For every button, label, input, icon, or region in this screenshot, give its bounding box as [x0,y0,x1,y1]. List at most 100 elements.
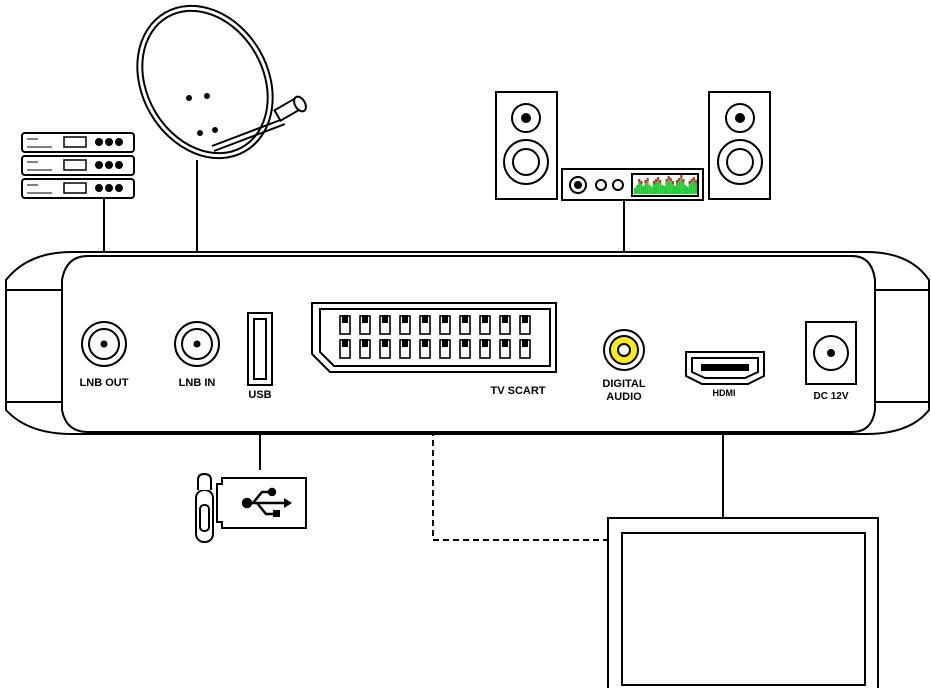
usb-port [247,312,273,386]
vu-peak [688,181,691,184]
scart-pin [339,315,351,335]
vu-bar [673,186,676,194]
vu-bar [680,178,683,194]
vu-bar [652,184,655,194]
vu-peak [646,178,649,181]
lnb-in-connector [174,321,220,367]
vu-bar [690,182,693,194]
scart-pin [459,315,471,335]
vu-bar [646,181,649,194]
scart-pin [479,315,491,335]
vu-meter-bars [634,175,697,194]
vu-peak [657,177,660,180]
hdmi-port [685,351,765,385]
scart-pin [439,339,451,359]
vu-bar [642,186,645,194]
receiver-unit-3 [21,178,135,199]
vu-bar [671,184,674,194]
vu-bar [688,184,691,194]
scart-pin [519,339,531,359]
scart-pin [499,315,511,335]
vu-bar [661,185,664,194]
vu-bar [655,182,658,194]
scart-pin [519,315,531,335]
vu-bar [636,185,639,194]
lnb-out-label: LNB OUT [80,377,129,389]
usb-symbol-icon [241,487,292,517]
satellite-dish-icon [136,4,307,160]
vu-bar [644,183,647,194]
vu-peak [690,179,693,182]
vu-bar [650,187,653,194]
scart-pin [339,339,351,359]
vu-bar [692,180,695,194]
scart-connector [311,302,557,373]
vu-bar [684,185,687,194]
vu-peak [655,179,658,182]
scart-pin [359,315,371,335]
scart-pin [419,315,431,335]
scart-pins [339,315,531,359]
receiver-stack-icon [21,132,135,199]
vu-peak [669,178,672,181]
vu-peak [676,180,679,183]
scart-pin [479,339,491,359]
vu-peak [667,176,670,179]
dc-power-jack [805,321,857,385]
digital-audio-rca [603,329,645,371]
usb-drive-icon [195,472,307,543]
vu-peak [665,179,668,182]
speaker-icon [495,91,558,200]
digital-audio-label-line2: AUDIO [606,391,642,403]
scart-pin [459,339,471,359]
receiver-unit-2 [21,155,135,176]
scart-pin [439,315,451,335]
vu-bar [667,179,670,194]
vu-peak [638,179,641,182]
vu-bar [694,183,697,194]
vu-bar [640,184,643,194]
scart-pin [379,339,391,359]
amplifier-icon [561,168,704,201]
cable-scart [432,390,608,541]
vu-peak [652,181,655,184]
vu-bar [678,181,681,194]
scart-pin [419,339,431,359]
vu-peak [692,177,695,180]
vu-peak [671,181,674,184]
vu-bar [638,182,641,194]
scart-pin [399,339,411,359]
vu-bar [648,185,651,194]
scart-pin [399,315,411,335]
vu-bar [676,183,679,194]
vu-bar [657,180,660,194]
vu-bar [682,182,685,194]
vu-peak [680,175,683,178]
lnb-out-connector [81,321,127,367]
tv-icon [607,517,879,688]
scart-pin [499,339,511,359]
vu-bar [669,181,672,194]
scart-pin [359,339,371,359]
vu-bar [663,186,666,194]
vu-peak [682,179,685,182]
receiver-unit-1 [21,132,135,153]
hdmi-label: HDMI [713,388,736,398]
vu-bar [686,187,689,194]
speaker-icon [708,91,771,200]
vu-bar [665,182,668,194]
scart-pin [379,315,391,335]
vu-peak [640,181,643,184]
dc-label: DC 12V [813,391,848,402]
digital-audio-label-line1: DIGITAL [602,378,645,390]
vu-bar [634,188,637,194]
tv-scart-label: TV SCART [491,385,546,397]
usb-label: USB [248,389,271,401]
vu-peak [659,180,662,183]
vu-peak [644,180,647,183]
vu-bar [659,183,662,194]
vu-peak [694,180,697,183]
lnb-in-label: LNB IN [179,377,216,389]
vu-peak [678,178,681,181]
